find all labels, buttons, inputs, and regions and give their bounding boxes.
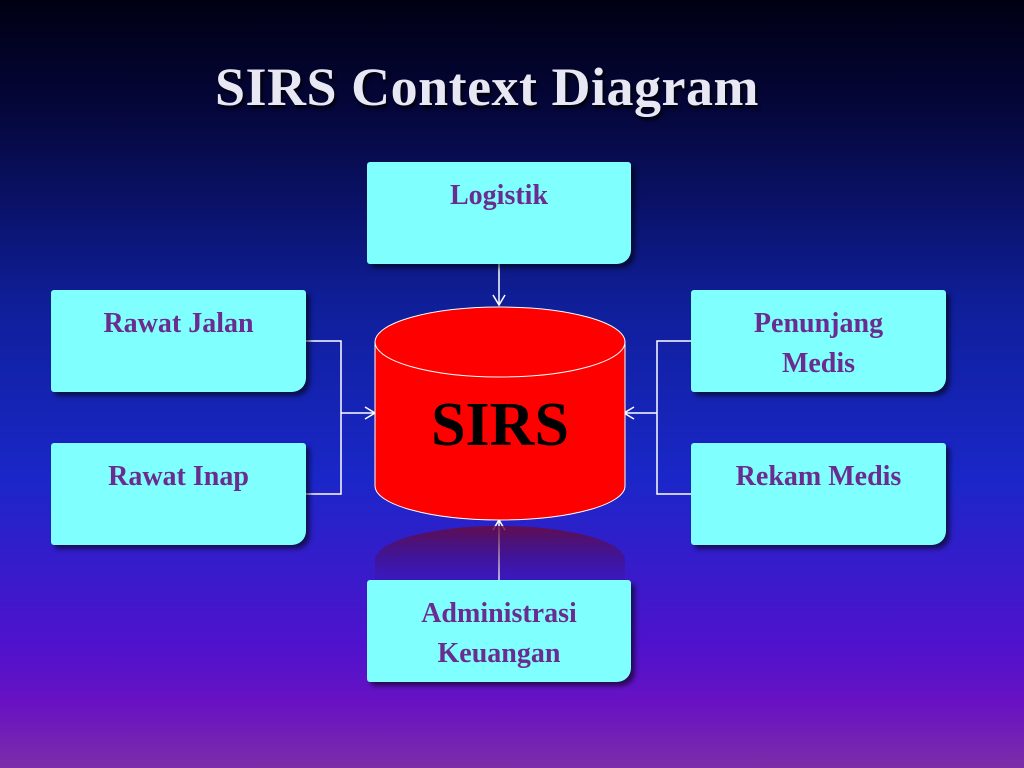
entity-rawat-inap: Rawat Inap [51, 443, 306, 545]
entity-administrasi-keuangan-line-2: Keuangan [437, 638, 561, 669]
entity-administrasi-keuangan: Administrasi Keuangan [367, 580, 631, 682]
entity-rawat-jalan-label: Rawat Jalan [103, 308, 254, 339]
connector-penunjang [656, 340, 691, 495]
entity-administrasi-keuangan-line-1: Administrasi [421, 598, 577, 629]
entity-logistik: Logistik [367, 162, 631, 264]
connector-rawat-jalan [306, 340, 342, 495]
arrowhead-logistik [492, 294, 506, 307]
entity-penunjang-medis-line-1: Penunjang [753, 308, 884, 339]
entity-rekam-medis: Rekam Medis [691, 443, 946, 545]
entity-rawat-inap-label: Rawat Inap [108, 461, 249, 492]
database-label: SIRS [431, 391, 569, 459]
entity-rekam-medis-label: Rekam Medis [735, 461, 902, 492]
entity-penunjang-medis: Penunjang Medis [691, 290, 946, 392]
entity-logistik-label: Logistik [449, 180, 549, 211]
entity-penunjang-medis-line-2: Medis [781, 348, 856, 379]
entity-rawat-jalan: Rawat Jalan [51, 290, 306, 392]
slide-title: SIRS Context Diagram [215, 57, 759, 117]
